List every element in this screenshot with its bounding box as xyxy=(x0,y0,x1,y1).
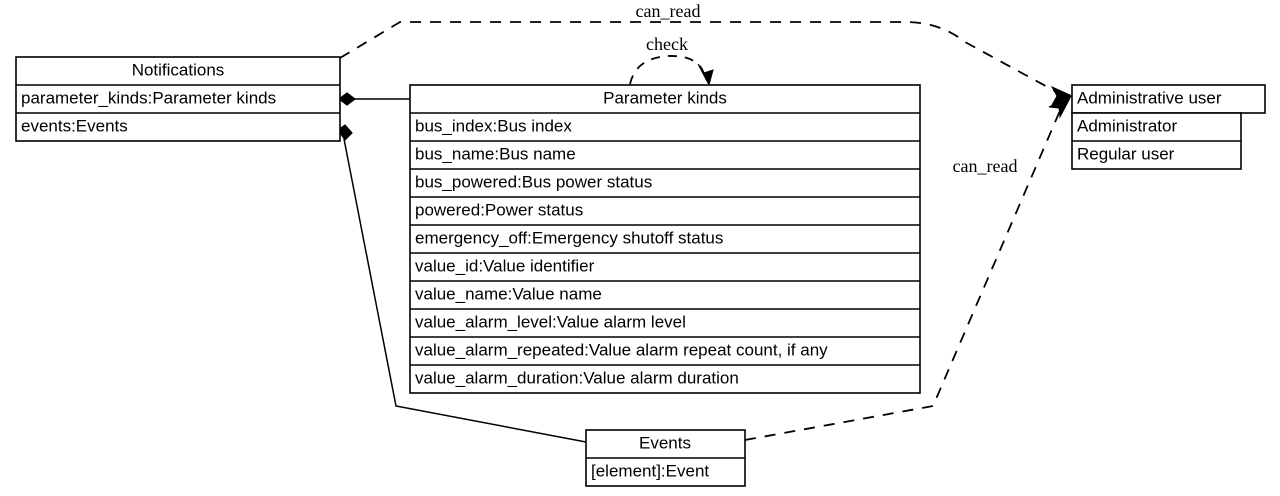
edge-label-check: check xyxy=(646,34,688,54)
notifications-outline xyxy=(15,56,341,142)
notifications-title: Notifications xyxy=(132,60,225,79)
check-self-path xyxy=(629,55,705,85)
class-box-notifications[interactable]: Notifications parameter_kinds:Parameter … xyxy=(15,56,341,142)
notifications-attribute-0: parameter_kinds:Parameter kinds xyxy=(21,88,276,107)
parameter-kinds-attribute-0: bus_index:Bus index xyxy=(415,116,572,135)
parameter-kinds-attribute-4: emergency_off:Emergency shutoff status xyxy=(415,228,723,247)
edge-composition-parameter-kinds xyxy=(338,92,410,106)
class-box-parameter-kinds[interactable]: Parameter kinds bus_index:Bus index bus_… xyxy=(409,84,921,394)
class-box-events[interactable]: Events [element]:Event xyxy=(585,429,746,487)
parameter-kinds-title: Parameter kinds xyxy=(603,88,727,107)
administrative-user-attribute-1: Regular user xyxy=(1077,144,1175,163)
class-box-administrative-user[interactable]: Administrative user Administrator Regula… xyxy=(1071,84,1266,170)
notifications-attribute-1: events:Events xyxy=(21,116,128,135)
parameter-kinds-attribute-8: value_alarm_repeated:Value alarm repeat … xyxy=(415,340,828,359)
edge-label-can-read-top: can_read xyxy=(636,1,701,21)
parameter-kinds-attribute-2: bus_powered:Bus power status xyxy=(415,172,652,191)
composition-events-diamond xyxy=(337,124,353,141)
can-read-bottom-path xyxy=(744,105,1063,441)
parameter-kinds-attribute-6: value_name:Value name xyxy=(415,284,602,303)
can-read-top-arrowhead xyxy=(1050,85,1074,107)
edge-check-self: check xyxy=(629,34,714,87)
check-self-arrowhead xyxy=(697,63,714,87)
events-title: Events xyxy=(639,433,691,452)
can-read-top-path xyxy=(339,21,1065,97)
edge-can-read-top: can_read xyxy=(339,1,1074,107)
edge-composition-events xyxy=(337,124,587,443)
parameter-kinds-attribute-9: value_alarm_duration:Value alarm duratio… xyxy=(415,368,739,387)
edge-label-can-read-bottom: can_read xyxy=(953,156,1018,176)
parameter-kinds-outline xyxy=(409,84,921,394)
parameter-kinds-attribute-3: powered:Power status xyxy=(415,200,583,219)
parameter-kinds-attribute-7: value_alarm_level:Value alarm level xyxy=(415,312,686,331)
can-read-bottom-arrowhead xyxy=(1048,96,1072,119)
parameter-kinds-attribute-5: value_id:Value identifier xyxy=(415,256,595,275)
events-attribute-0: [element]:Event xyxy=(591,461,709,480)
administrative-user-header-outline xyxy=(1071,84,1266,114)
administrative-user-attribute-0: Administrator xyxy=(1077,116,1177,135)
composition-parameter-kinds-diamond xyxy=(338,92,356,106)
edge-can-read-bottom: can_read xyxy=(744,96,1072,441)
composition-events-line xyxy=(343,138,587,443)
administrative-user-title: Administrative user xyxy=(1077,88,1222,107)
parameter-kinds-attribute-1: bus_name:Bus name xyxy=(415,144,576,163)
